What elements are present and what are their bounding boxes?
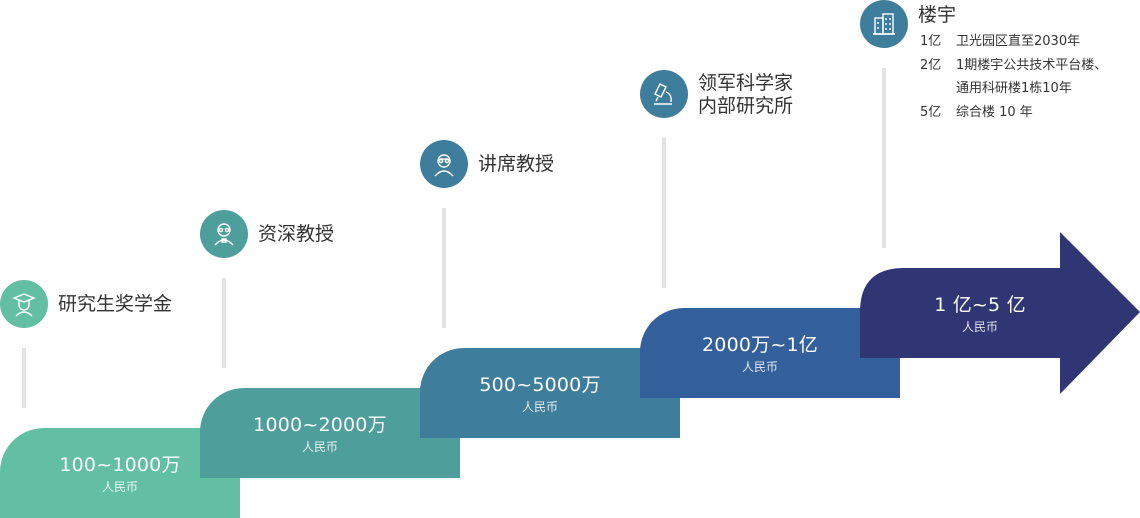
step-2-amount: 1000~2000万 — [253, 414, 387, 436]
step-5: 1 亿~5 亿 人民币 — [860, 268, 1100, 358]
building-detail-4-amount: 5亿 — [920, 105, 942, 120]
step-5-arrow-shape — [860, 232, 1140, 394]
guide-line-3 — [442, 208, 446, 328]
step-4: 2000万~1亿 人民币 — [640, 308, 900, 398]
building-detail-3: 通用科研楼1栋10年 — [920, 80, 1072, 98]
step-5-unit: 人民币 — [961, 320, 998, 334]
guide-line-2 — [222, 278, 226, 368]
step-2: 1000~2000万 人民币 — [200, 388, 460, 478]
chair-professor-icon — [420, 140, 468, 188]
step-3: 500~5000万 人民币 — [420, 348, 680, 438]
building-detail-1-amount: 1亿 — [920, 34, 942, 49]
building-detail-2: 2亿 1期楼宇公共技术平台楼、 — [920, 57, 1107, 75]
building-detail-3-text: 通用科研楼1栋10年 — [956, 81, 1072, 96]
step-1-unit: 人民币 — [101, 480, 138, 494]
microscope-icon — [640, 70, 688, 118]
building-detail-4: 5亿综合楼 10 年 — [920, 104, 1033, 122]
step-2-unit: 人民币 — [301, 440, 338, 454]
item-1-label: 研究生奖学金 — [58, 293, 173, 315]
item-5-label: 楼宇 — [918, 4, 957, 26]
guide-line-4 — [662, 138, 666, 288]
item-4-label-line1: 领军科学家 — [698, 72, 794, 94]
item-3-label: 讲席教授 — [478, 153, 555, 175]
building-detail-2-text: 1期楼宇公共技术平台楼、 — [956, 58, 1108, 73]
step-4-amount: 2000万~1亿 — [702, 334, 818, 356]
step-1-amount: 100~1000万 — [59, 454, 181, 476]
building-detail-4-text: 综合楼 10 年 — [956, 105, 1033, 120]
building-detail-1: 1亿卫光园区直至2030年 — [920, 33, 1080, 51]
building-detail-1-text: 卫光园区直至2030年 — [956, 34, 1081, 49]
step-5-amount: 1 亿~5 亿 — [934, 294, 1026, 316]
step-3-amount: 500~5000万 — [479, 374, 601, 396]
step-3-unit: 人民币 — [521, 400, 558, 414]
building-detail-2-amount: 2亿 — [920, 58, 942, 73]
item-4-label-line2: 内部研究所 — [698, 95, 794, 117]
step-4-unit: 人民币 — [741, 360, 778, 374]
guide-line-1 — [22, 348, 26, 408]
building-icon — [860, 0, 908, 48]
graduate-icon — [0, 280, 48, 328]
guide-line-5 — [882, 68, 886, 248]
item-2-label: 资深教授 — [258, 223, 335, 245]
professor-icon — [200, 210, 248, 258]
